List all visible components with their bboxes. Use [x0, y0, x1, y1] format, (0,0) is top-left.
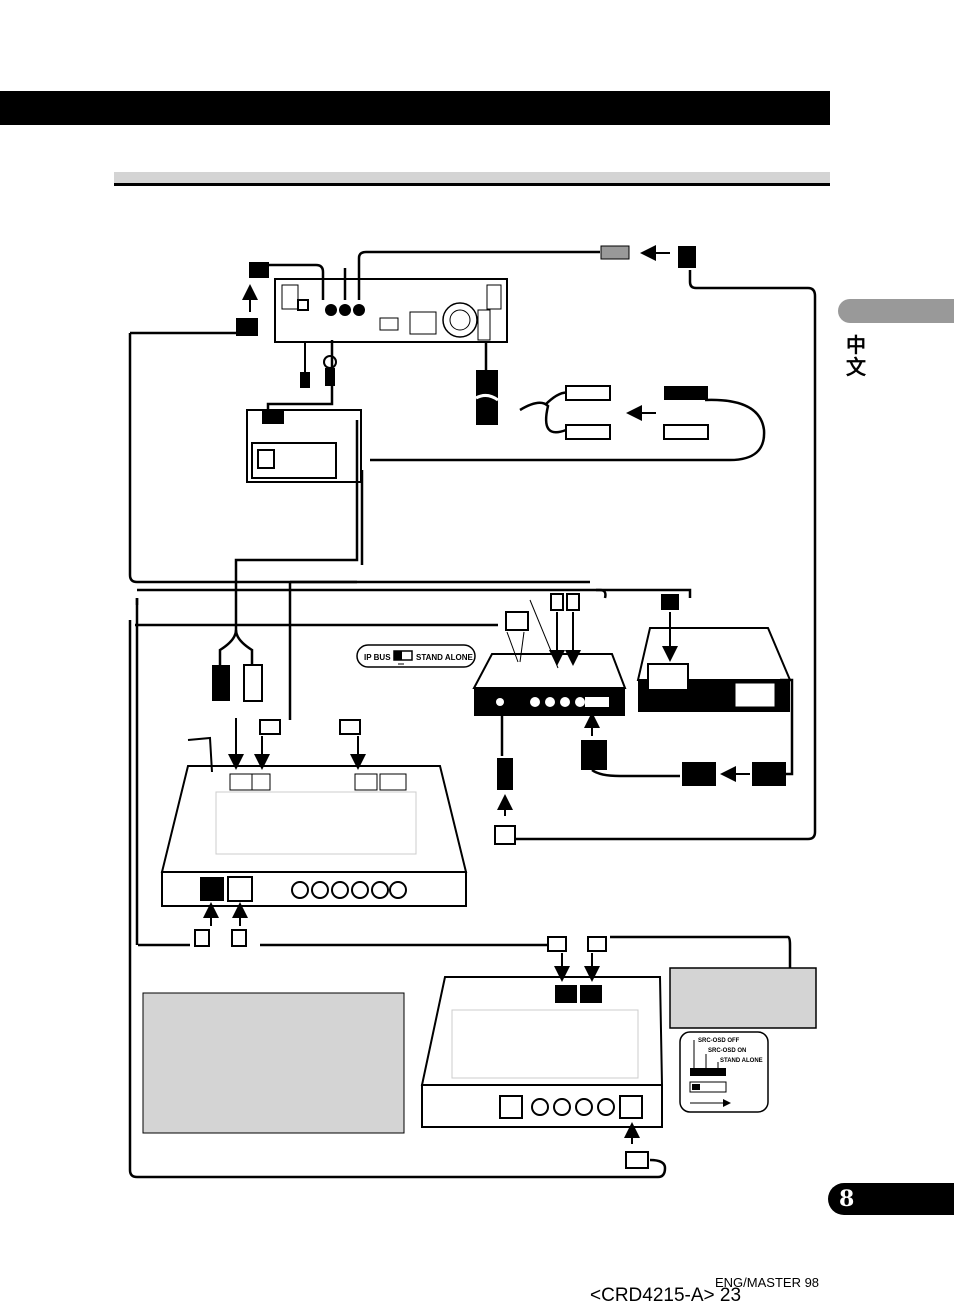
av-selector-unit: [420, 976, 664, 1128]
av-selector-connectors: [547, 936, 649, 1169]
head-unit: [274, 278, 508, 343]
note-box: [142, 992, 405, 1134]
page-number: 8: [839, 1186, 855, 1212]
ipbus-switch: [356, 644, 476, 668]
page-number-tab: [828, 1183, 954, 1215]
footer-master: ENG/MASTER 98: [715, 1275, 820, 1290]
av-master-top-connectors: [187, 718, 366, 773]
dvd-cable: [581, 678, 794, 786]
av-master-bottom-connectors: [194, 902, 248, 947]
switch-ipbus-label: IP BUS: [364, 653, 391, 662]
av-master-unit: [160, 765, 468, 907]
ipbus-plug-middle: [494, 716, 516, 845]
osd-src-on: SRC-OSD ON: [708, 1048, 746, 1054]
osd-switch-inset: [679, 1031, 769, 1113]
language-label: 中文: [846, 333, 866, 379]
mini-plug: [300, 342, 337, 388]
osd-standalone: STAND ALONE: [720, 1058, 763, 1064]
ribbon-cable: [475, 370, 499, 425]
language-tab: [838, 299, 954, 323]
adapter-box: [246, 409, 362, 483]
middle-unit-connectors: [505, 593, 679, 669]
ipbus-adapter: [600, 245, 696, 268]
footer-code: <CRD4215-A> 23: [590, 1285, 742, 1306]
subsection-rule: [114, 172, 830, 186]
osd-src-off: SRC-OSD OFF: [698, 1038, 740, 1044]
middle-unit: [472, 653, 627, 716]
left-cables: [128, 420, 792, 1179]
dvd-player: [636, 612, 792, 712]
display-box: [669, 967, 817, 1029]
ipbus-connector-top: [236, 262, 269, 336]
switch-standalone-label: STAND ALONE: [416, 653, 474, 662]
section-header-bar: [0, 91, 830, 125]
y-rca-cable: [218, 629, 254, 665]
rca-plugs: [565, 385, 709, 440]
